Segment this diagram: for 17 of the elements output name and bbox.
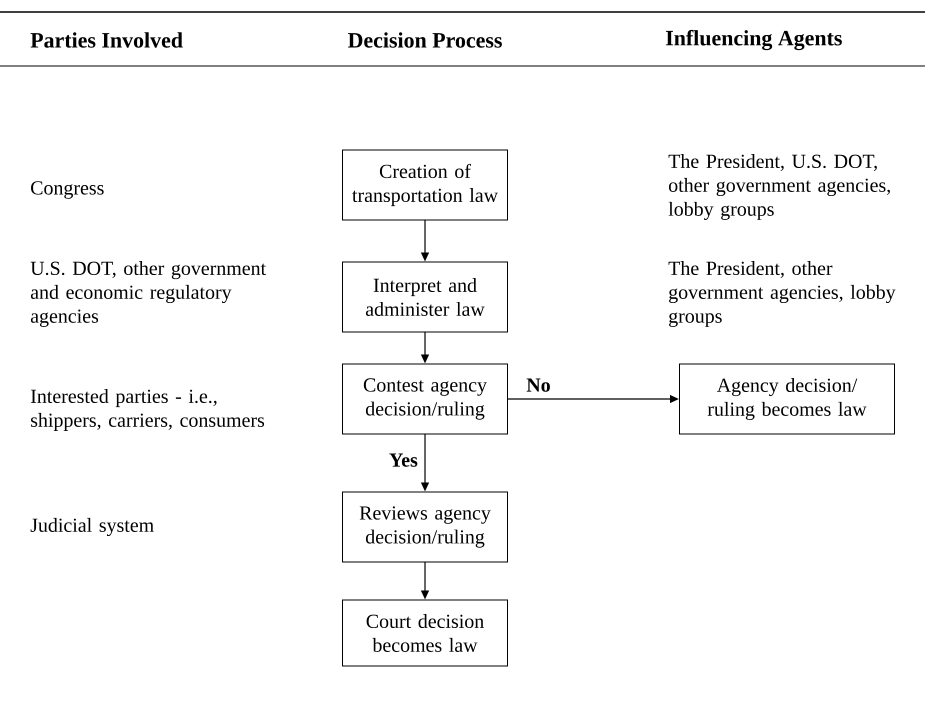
row-note: Judicial system [30,518,154,536]
edge-label: No [526,378,550,392]
row-note: U.S. DOT, other government and economic regulatory agencies [30,261,266,327]
process-box: Interpret and administer law [342,262,508,332]
process-box: Court decision becomes law [342,600,508,666]
process-box: Creation of transportation law [342,150,508,220]
column-heading: Influencing Agents [666,30,842,50]
row-note: The President, other government agencies, lobby groups [668,261,896,327]
process-box: Agency decision/ ruling becomes law [679,364,895,434]
process-box: Contest agency decision/ruling [342,364,508,434]
edge-label: Yes [389,454,418,467]
column-heading: Parties Involved [30,32,183,48]
row-note: The President, U.S. DOT, other government agencies, lobby groups [668,154,890,220]
process-box: Reviews agency decision/ruling [342,492,508,562]
column-heading: Decision Process [348,32,502,48]
row-note: Interested parties - i.e., shippers, carriers, consumers [30,389,264,431]
row-note: Congress [31,181,104,199]
